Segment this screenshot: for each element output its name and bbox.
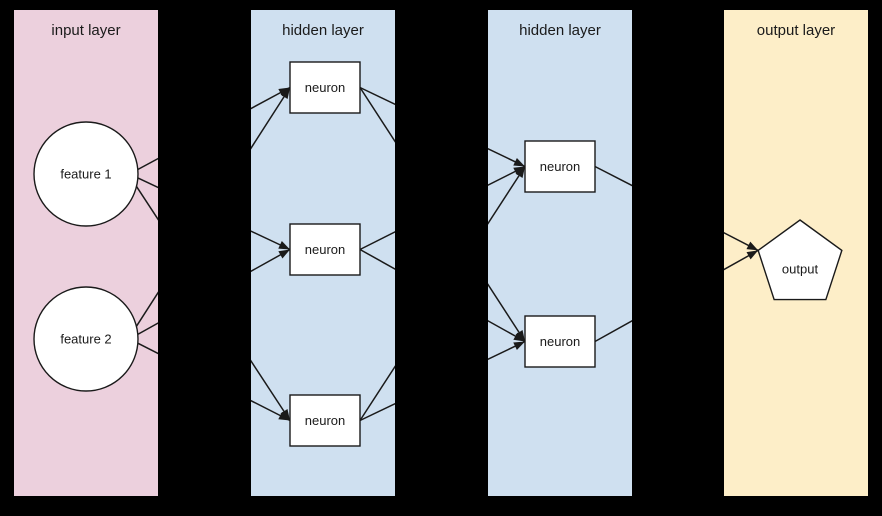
layer-nodes: feature 1 feature 2 neuron neuron neuron neur… xyxy=(33,61,843,447)
node-hidden1-0[interactable]: neuron xyxy=(289,61,361,114)
node-hidden1-2[interactable]: neuron xyxy=(289,394,361,447)
layer-title-output: output layer xyxy=(757,22,835,39)
node-hidden2-1[interactable]: neuron xyxy=(524,315,596,368)
node-label: neuron xyxy=(305,242,345,257)
arrowhead-icon xyxy=(280,87,290,100)
node-hidden1-1[interactable]: neuron xyxy=(289,223,361,276)
node-circle[interactable] xyxy=(33,121,139,227)
layer-title-input: input layer xyxy=(51,22,120,39)
arrowhead-icon xyxy=(515,166,525,179)
node-input-0[interactable]: feature 1 xyxy=(33,121,139,227)
node-hidden2-0[interactable]: neuron xyxy=(524,140,596,193)
arrowhead-icon xyxy=(515,329,525,342)
node-label: neuron xyxy=(305,413,345,428)
node-pentagon[interactable] xyxy=(757,219,843,301)
node-label: feature 1 xyxy=(60,166,111,181)
node-output-0[interactable]: output xyxy=(757,219,843,301)
layer-titles: input layer hidden layer hidden layer outpu… xyxy=(51,22,835,39)
node-label: output xyxy=(782,261,819,276)
layer-panel-input xyxy=(14,10,158,496)
arrowhead-icon xyxy=(513,157,525,167)
arrowhead-icon xyxy=(513,332,525,342)
layer-panels xyxy=(14,10,868,496)
node-label: neuron xyxy=(540,334,580,349)
arrowhead-icon xyxy=(280,408,290,421)
node-rect[interactable] xyxy=(289,394,361,447)
arrowhead-icon xyxy=(278,411,290,421)
node-label: neuron xyxy=(305,80,345,95)
node-label: neuron xyxy=(540,159,580,174)
layer-title-hidden2: hidden layer xyxy=(519,22,601,39)
arrowhead-icon xyxy=(746,241,759,251)
arrowhead-icon xyxy=(278,241,290,250)
layer-panel-hidden2 xyxy=(488,10,632,496)
arrowhead-icon xyxy=(278,249,290,259)
node-rect[interactable] xyxy=(524,315,596,368)
node-label: feature 2 xyxy=(60,331,111,346)
arrowhead-icon xyxy=(746,250,759,260)
arrowhead-icon xyxy=(513,341,525,351)
node-rect[interactable] xyxy=(289,61,361,114)
node-rect[interactable] xyxy=(524,140,596,193)
layer-title-hidden1: hidden layer xyxy=(282,22,364,39)
connection-edges xyxy=(135,86,759,422)
node-rect[interactable] xyxy=(289,223,361,276)
node-input-1[interactable]: feature 2 xyxy=(33,286,139,392)
node-circle[interactable] xyxy=(33,286,139,392)
